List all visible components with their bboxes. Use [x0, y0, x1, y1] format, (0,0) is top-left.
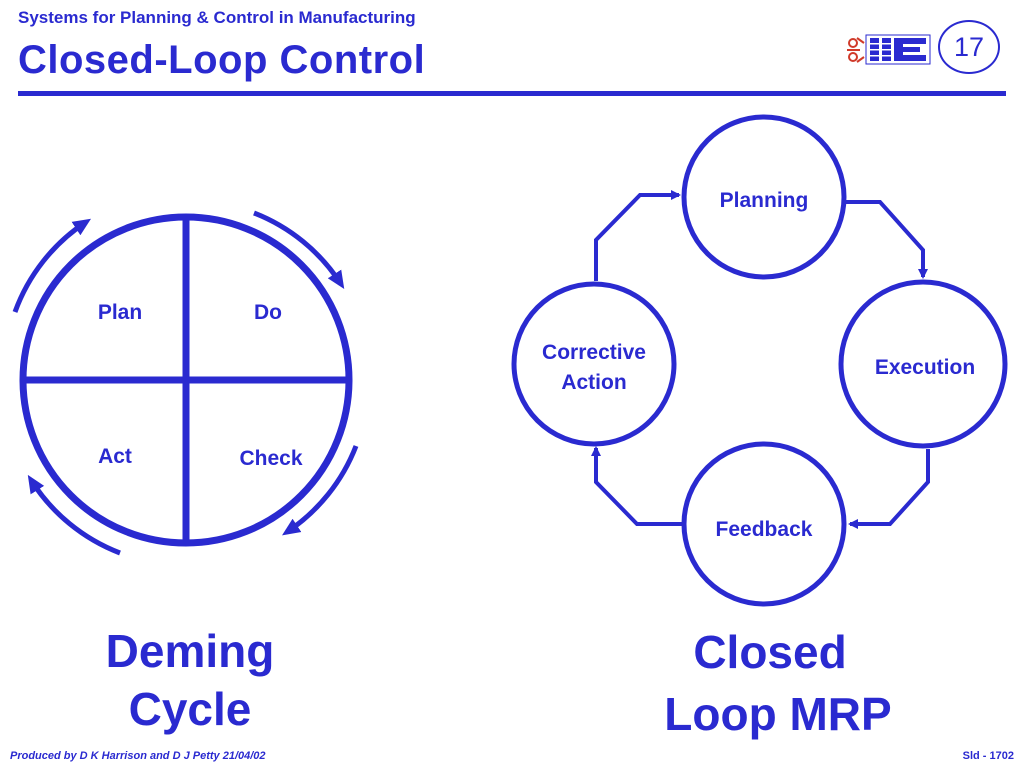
slide-title: Closed-Loop Control: [18, 38, 426, 82]
cycle-arrow-top-left: [12, 218, 92, 313]
arrow-execution-to-feedback: [848, 449, 930, 529]
mrp-caption-line1: Closed: [693, 626, 846, 678]
deming-caption-line2: Cycle: [129, 683, 252, 735]
deming-cycle: Plan Do Act Check Deming Cycle: [12, 210, 359, 735]
node-corrective-label-line1: Corrective: [542, 341, 646, 364]
node-feedback-label: Feedback: [716, 518, 813, 541]
closed-loop-mrp: Planning Execution Feedback Corrective A…: [511, 114, 1008, 740]
presentation-subtitle: Systems for Planning & Control in Manufa…: [18, 8, 416, 27]
arrow-feedback-to-corrective: [591, 446, 684, 526]
cycle-arrow-bottom-left: [27, 474, 121, 556]
node-planning-label: Planning: [720, 189, 809, 212]
slide-number-badge: 17: [938, 20, 1000, 74]
quadrant-act-label: Act: [98, 445, 132, 468]
arrow-corrective-to-planning: [594, 190, 681, 281]
arrow-planning-to-execution: [845, 200, 928, 279]
footer-credit: Produced by D K Harrison and D J Petty 2…: [10, 750, 266, 762]
quadrant-do-label: Do: [254, 301, 282, 324]
cycle-arrow-bottom-right: [282, 445, 359, 536]
node-planning: [681, 114, 847, 280]
node-execution-label: Execution: [875, 356, 975, 379]
deming-caption-line1: Deming: [106, 625, 275, 677]
iie-logo: [847, 34, 931, 65]
node-corrective-action: [511, 281, 677, 447]
footer-slide-id: Sld - 1702: [962, 750, 1014, 762]
cycle-arrow-top-right: [253, 210, 345, 290]
node-corrective-label-line2: Action: [561, 371, 626, 394]
title-divider: [18, 91, 1006, 96]
node-execution: [838, 279, 1008, 449]
quadrant-check-label: Check: [239, 447, 302, 470]
logo-emblem-icon: [847, 37, 865, 63]
mrp-caption-line2: Loop MRP: [664, 688, 891, 740]
slide-number: 17: [953, 31, 985, 62]
quadrant-plan-label: Plan: [98, 301, 142, 324]
